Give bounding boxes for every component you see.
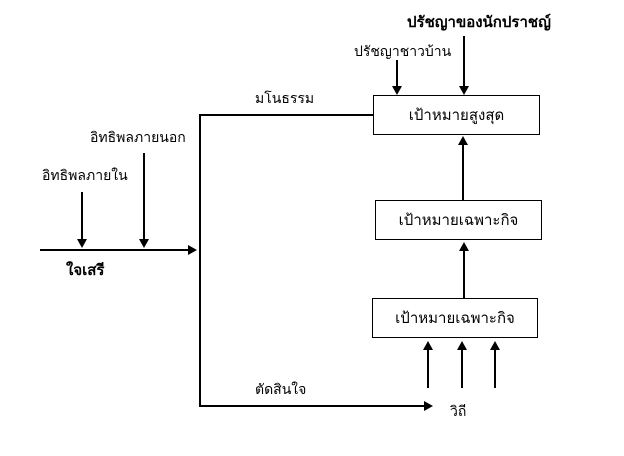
- mid-to-supreme-arrow-stem: [462, 144, 464, 200]
- internal-influence-label: อิทธิพลภายใน: [42, 168, 128, 184]
- external-influence-label: อิทธิพลภายนอก: [90, 130, 186, 146]
- decision-arrowhead-icon: [424, 401, 433, 411]
- internal-influence-arrowhead-icon: [77, 239, 87, 248]
- conscience-connector-line: [199, 114, 373, 116]
- folk-philosophy-arrowhead-icon: [392, 86, 402, 95]
- supreme-goal-box: เป้าหมายสูงสุด: [373, 95, 540, 135]
- supreme-goal-box-label: เป้าหมายสูงสุด: [408, 106, 505, 124]
- method-arrowhead-3-icon: [490, 341, 500, 350]
- folk-philosophy-arrow-stem: [396, 60, 398, 88]
- philosopher-philosophy-arrow-stem: [463, 36, 465, 88]
- specific-goal-bottom-box-label: เป้าหมายเฉพาะกิจ: [395, 309, 515, 327]
- philosopher-philosophy-arrowhead-icon: [459, 86, 469, 95]
- conscience-label: มโนธรรม: [255, 91, 315, 107]
- bottom-to-mid-arrowhead-icon: [459, 242, 469, 251]
- main-vertical-connector-line: [199, 114, 201, 407]
- specific-goal-mid-box-label: เป้าหมายเฉพาะกิจ: [398, 211, 519, 229]
- external-influence-arrowhead-icon: [139, 239, 149, 248]
- free-will-arrowhead-icon: [188, 245, 197, 255]
- external-influence-arrow-stem: [143, 153, 145, 240]
- decision-label: ตัดสินใจ: [255, 382, 307, 398]
- decision-arrow-line: [199, 405, 425, 407]
- method-arrow-1-stem: [427, 349, 429, 388]
- method-arrow-2-stem: [461, 349, 463, 388]
- method-arrow-3-stem: [494, 349, 496, 388]
- free-will-label: ใจเสรี: [66, 261, 105, 279]
- mid-to-supreme-arrowhead-icon: [458, 136, 468, 145]
- method-arrowhead-2-icon: [457, 341, 467, 350]
- free-will-arrow-line: [40, 249, 190, 251]
- specific-goal-bottom-box: เป้าหมายเฉพาะกิจ: [372, 298, 538, 338]
- bottom-to-mid-arrow-stem: [463, 250, 465, 298]
- internal-influence-arrow-stem: [81, 192, 83, 240]
- method-arrowhead-1-icon: [423, 341, 433, 350]
- folk-philosophy-label: ปรัชญาชาวบ้าน: [354, 44, 452, 60]
- method-label: วิถี: [450, 404, 467, 420]
- specific-goal-mid-box: เป้าหมายเฉพาะกิจ: [375, 200, 542, 240]
- philosopher-philosophy-label: ปรัชญาของนักปราชญ์: [407, 13, 551, 31]
